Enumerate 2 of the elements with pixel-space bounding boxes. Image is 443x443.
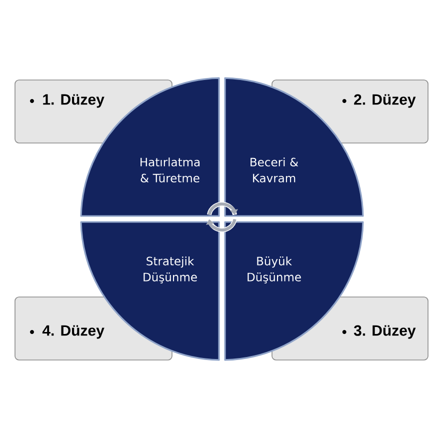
curved-arrow <box>207 202 238 216</box>
curved-arrow <box>206 218 237 232</box>
